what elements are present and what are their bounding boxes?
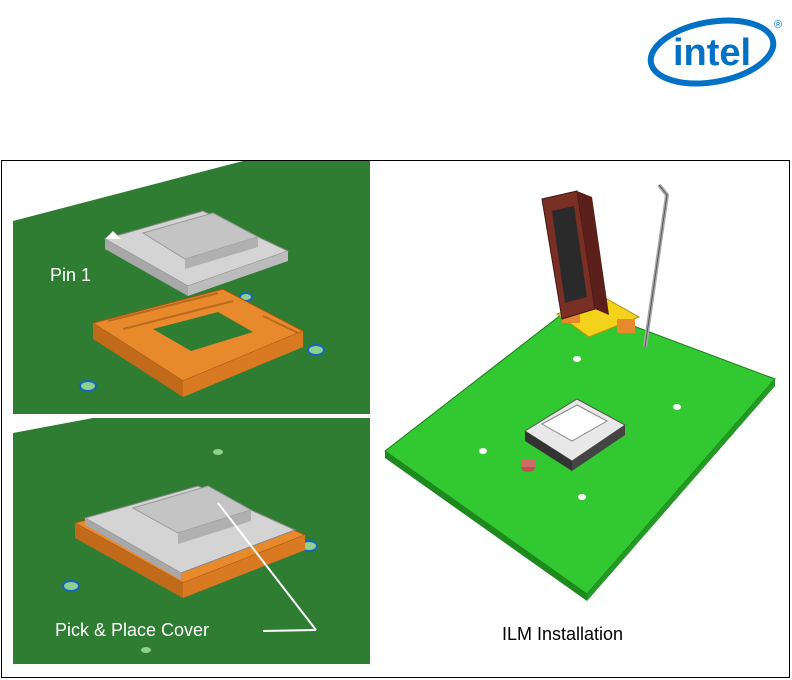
mounting-hole bbox=[479, 448, 487, 454]
panel-ilm-installation bbox=[377, 169, 785, 669]
ilm-installation-label: ILM Installation bbox=[502, 624, 623, 645]
mounting-hole bbox=[141, 647, 151, 653]
pin1-label: Pin 1 bbox=[50, 265, 91, 285]
figure-frame: Pin 1 Pick & Place Cover bbox=[1, 160, 790, 678]
intel-logo-text: intel bbox=[673, 32, 751, 74]
mounting-hole bbox=[673, 404, 681, 410]
registered-mark: ® bbox=[774, 19, 782, 31]
mounting-hole bbox=[573, 356, 581, 362]
mounting-hole bbox=[63, 581, 79, 591]
intel-logo: intel ® bbox=[640, 8, 784, 96]
mounting-hole bbox=[308, 345, 324, 355]
mounting-hole bbox=[80, 381, 96, 391]
panel-socket-exploded: Pin 1 bbox=[13, 161, 370, 414]
mounting-hole bbox=[578, 494, 586, 500]
leader-line bbox=[263, 630, 316, 631]
mounting-hole bbox=[213, 449, 223, 455]
pick-place-cover-label: Pick & Place Cover bbox=[55, 620, 209, 641]
